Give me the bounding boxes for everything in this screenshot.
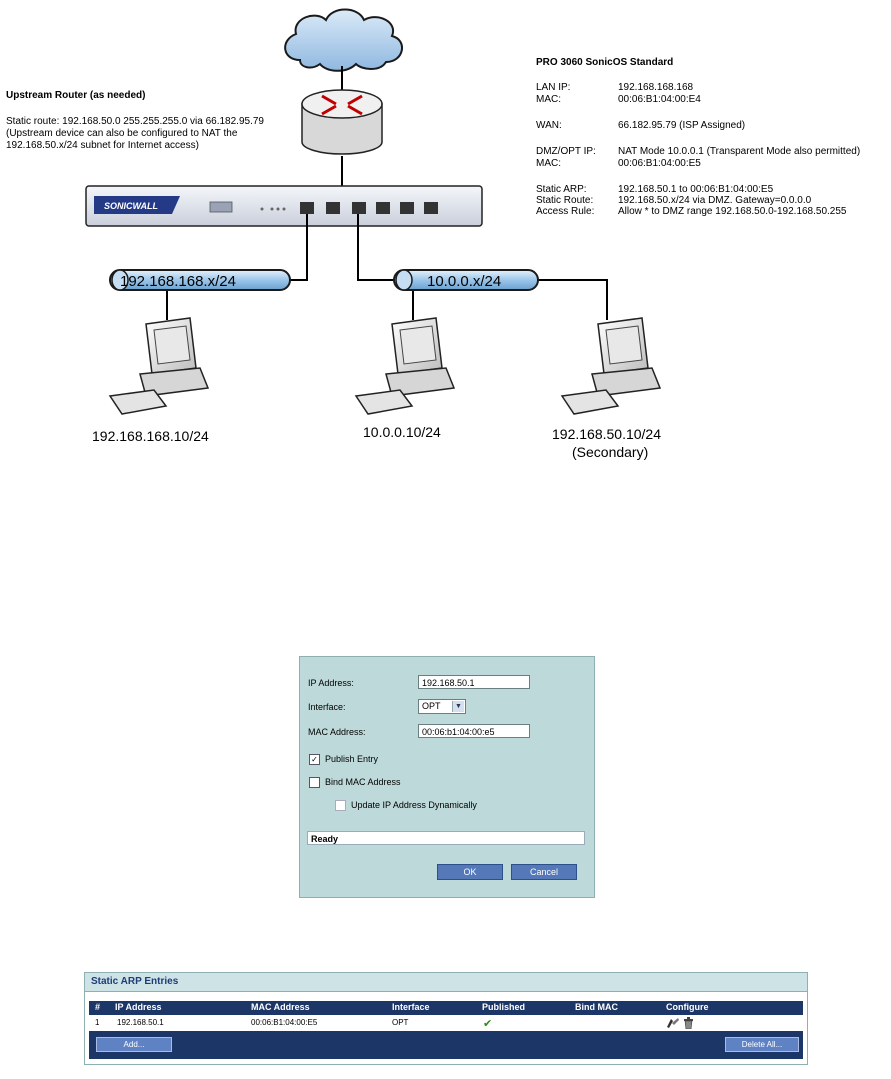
add-button[interactable]: Add... xyxy=(96,1037,172,1052)
info-value: 192.168.168.168 xyxy=(618,82,694,93)
status-bar: Ready xyxy=(307,831,585,845)
host-ip-label: 192.168.168.10/24 xyxy=(92,428,209,444)
info-key: MAC: xyxy=(536,94,561,105)
publish-entry-checkbox[interactable]: ✓ xyxy=(309,754,320,765)
info-key: Static Route: xyxy=(536,195,594,206)
col-header-published: Published xyxy=(482,1002,526,1012)
col-header-configure: Configure xyxy=(666,1002,709,1012)
lan-subnet-label: 192.168.168.x/24 xyxy=(120,273,236,290)
router-icon xyxy=(301,89,383,155)
chevron-down-icon: ▼ xyxy=(452,701,464,712)
dmz-subnet-label: 10.0.0.x/24 xyxy=(427,273,501,290)
cell-mac: 00:06:B1:04:00:E5 xyxy=(251,1018,318,1027)
table-row: 1 192.168.50.1 00:06:B1:04:00:E5 OPT ✔ xyxy=(89,1017,803,1031)
workstation-icon xyxy=(354,317,456,415)
upstream-router-title: Upstream Router (as needed) xyxy=(6,90,146,101)
info-key: DMZ/OPT IP: xyxy=(536,146,596,157)
info-value: 00:06:B1:04:00:E5 xyxy=(618,158,701,169)
info-value: 66.182.95.79 (ISP Assigned) xyxy=(618,120,746,131)
interface-selected-value: OPT xyxy=(422,701,441,711)
update-ip-label: Update IP Address Dynamically xyxy=(351,800,477,810)
ip-address-label: IP Address: xyxy=(308,678,354,688)
info-key: Access Rule: xyxy=(536,206,595,217)
bind-mac-label: Bind MAC Address xyxy=(325,777,401,787)
cell-ip: 192.168.50.1 xyxy=(117,1018,164,1027)
route-line: 192.168.50.x/24 subnet for Internet acce… xyxy=(6,140,199,151)
info-key: Static ARP: xyxy=(536,184,587,195)
interface-select[interactable]: OPT ▼ xyxy=(418,699,466,714)
info-key: WAN: xyxy=(536,120,562,131)
info-value: NAT Mode 10.0.0.1 (Transparent Mode also… xyxy=(618,146,861,157)
info-value: 00:06:B1:04:00:E4 xyxy=(618,94,701,105)
ok-button[interactable]: OK xyxy=(437,864,503,880)
delete-icon[interactable] xyxy=(683,1017,694,1031)
cell-num: 1 xyxy=(95,1018,100,1027)
check-icon: ✔ xyxy=(483,1018,493,1030)
route-line: Static route: 192.168.50.0 255.255.255.0… xyxy=(6,116,264,127)
ip-address-input[interactable]: 192.168.50.1 xyxy=(418,675,530,689)
static-arp-dialog: IP Address: 192.168.50.1 Interface: OPT … xyxy=(299,656,595,898)
col-header-bind-mac: Bind MAC xyxy=(575,1002,618,1012)
table-header-row: # IP Address MAC Address Interface Publi… xyxy=(89,1001,803,1015)
lan-segment-tube: 192.168.168.x/24 xyxy=(109,269,291,291)
col-header-interface: Interface xyxy=(392,1002,430,1012)
panel-header: Static ARP Entries xyxy=(85,973,807,992)
cancel-button[interactable]: Cancel xyxy=(511,864,577,880)
publish-entry-label: Publish Entry xyxy=(325,754,379,764)
col-header-num: # xyxy=(95,1002,101,1012)
table-footer: Add... Delete All... xyxy=(89,1031,803,1059)
info-value: Allow * to DMZ range 192.168.50.0-192.16… xyxy=(618,206,847,217)
dmz-segment-tube: 10.0.0.x/24 xyxy=(393,269,539,291)
mac-address-label: MAC Address: xyxy=(308,727,366,737)
info-value: 192.168.50.x/24 via DMZ. Gateway=0.0.0.0 xyxy=(618,195,812,206)
route-line: (Upstream device can also be configured … xyxy=(6,128,238,139)
host-ip-label: 192.168.50.10/24 xyxy=(552,426,661,442)
mac-address-input[interactable]: 00:06:b1:04:00:e5 xyxy=(418,724,530,738)
edit-icon[interactable] xyxy=(666,1017,680,1031)
interface-label: Interface: xyxy=(308,702,346,712)
update-ip-checkbox[interactable] xyxy=(335,800,346,811)
sonicwall-appliance-icon: SONICWALL xyxy=(85,185,483,227)
workstation-icon xyxy=(108,317,210,415)
info-key: LAN IP: xyxy=(536,82,571,93)
delete-all-button[interactable]: Delete All... xyxy=(725,1037,799,1052)
col-header-mac: MAC Address xyxy=(251,1002,310,1012)
col-header-ip: IP Address xyxy=(115,1002,162,1012)
cell-interface: OPT xyxy=(392,1018,409,1027)
device-title: PRO 3060 SonicOS Standard xyxy=(536,57,674,68)
upstream-route-note: Static route: 192.168.50.0 255.255.255.0… xyxy=(6,116,306,152)
host-note-label: (Secondary) xyxy=(572,444,649,460)
host-ip-label: 10.0.0.10/24 xyxy=(363,424,441,440)
internet-cloud-icon xyxy=(284,8,403,72)
info-key: MAC: xyxy=(536,158,561,169)
info-value: 192.168.50.1 to 00:06:B1:04:00:E5 xyxy=(618,184,774,195)
workstation-icon xyxy=(560,317,662,415)
network-diagram: SONICWALL 192.168.168.x/24 10.0.0.x/24 xyxy=(85,8,662,415)
bind-mac-checkbox[interactable] xyxy=(309,777,320,788)
static-arp-entries-panel: Static ARP Entries # IP Address MAC Addr… xyxy=(84,972,808,1065)
panel-title: Static ARP Entries xyxy=(91,976,179,987)
sonicwall-logo: SONICWALL xyxy=(104,201,158,211)
